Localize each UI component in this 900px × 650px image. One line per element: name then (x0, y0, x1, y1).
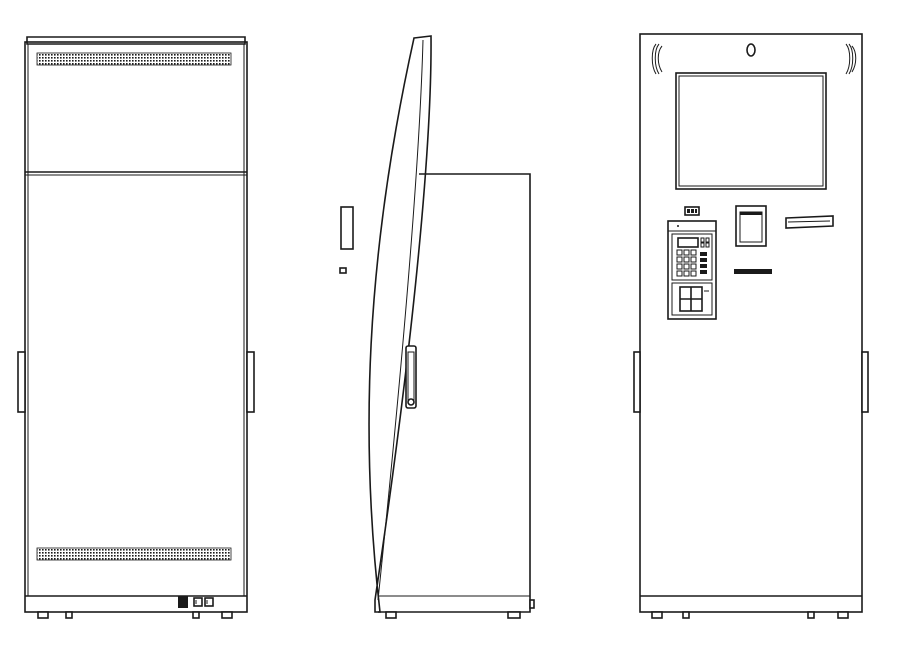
side-door-lock (407, 398, 415, 406)
rear-handle-left (17, 351, 26, 413)
front-foot-left (651, 611, 663, 619)
side-rear-box (378, 173, 531, 613)
rear-view (17, 36, 255, 619)
side-rear-connector (529, 599, 535, 609)
rear-foot-right (221, 611, 233, 619)
rear-bottom-vent (36, 547, 232, 561)
front-screen (678, 75, 824, 187)
rear-handle-right (246, 351, 255, 413)
front-printer-lip (740, 212, 762, 215)
side-inner-curve (377, 39, 424, 601)
side-keypad-shelf (340, 206, 354, 250)
front-indicator-dot-3 (695, 209, 697, 213)
front-foot-right-2 (807, 611, 815, 619)
front-receipt-slot (734, 269, 772, 274)
rear-connector-2 (204, 597, 214, 607)
rear-power-socket (178, 596, 188, 608)
side-curved-shell (368, 35, 432, 613)
front-indicator-dot-2 (691, 209, 694, 213)
front-screen-bezel (675, 72, 827, 190)
side-foot-rear (507, 611, 521, 619)
rear-connector-1 (193, 597, 203, 607)
rear-top-cap (26, 36, 246, 45)
front-keypad-module (667, 220, 717, 320)
side-view (339, 35, 535, 619)
front-indicator-dot-1 (687, 209, 690, 213)
side-small-bracket (339, 267, 347, 274)
front-card-reader (785, 215, 834, 229)
front-handle-left (633, 351, 641, 413)
front-handle-right (861, 351, 869, 413)
front-speaker-right (845, 43, 857, 75)
side-foot-front (385, 611, 397, 619)
front-printer-slot (739, 211, 763, 243)
rear-top-vent (36, 52, 232, 66)
front-view (633, 33, 869, 619)
front-body (639, 33, 863, 613)
front-keypad-keys (676, 249, 707, 277)
front-foot-right (837, 611, 849, 619)
front-camera (746, 43, 756, 57)
front-card-slot (787, 220, 831, 223)
front-printer-frame (735, 205, 767, 247)
rear-body (24, 41, 248, 613)
front-foot-left-2 (682, 611, 690, 619)
front-keypad-display (677, 237, 699, 248)
rear-foot-left-2 (65, 611, 73, 619)
rear-foot-left (37, 611, 49, 619)
front-speaker-left (651, 43, 663, 75)
rear-foot-right-2 (192, 611, 200, 619)
